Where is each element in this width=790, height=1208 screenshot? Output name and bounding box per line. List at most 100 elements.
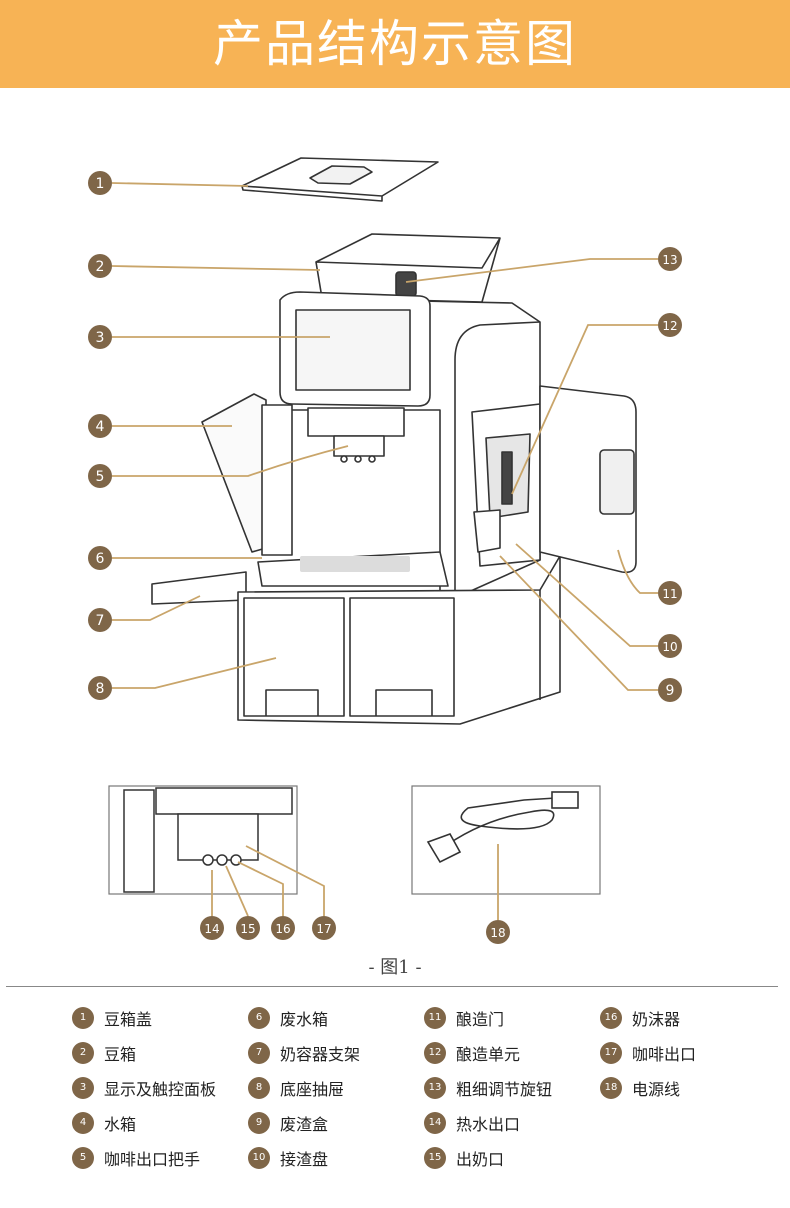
legend-item: 2 豆箱 [72,1035,216,1070]
callout-circle [486,920,510,944]
callout-number: 6 [96,551,105,567]
legend-item: 1 豆箱盖 [72,1000,216,1035]
legend-number-badge: 2 [72,1041,94,1064]
callout-circle [658,313,682,337]
legend-item: 16 奶沫器 [600,1000,696,1035]
callout-badge-11: 11 [658,581,682,605]
callout-circle [88,171,112,195]
grind-knob-drawing [395,271,417,297]
callout-circle [88,325,112,349]
legend-number-badge: 15 [424,1146,446,1169]
callout-circle [88,608,112,632]
callout-badge-6: 6 [88,546,112,570]
callout-number: 15 [240,922,255,936]
waste-drawer-drawing [473,509,501,553]
legend-label: 酿造门 [456,1009,505,1029]
legend-label: 水箱 [104,1114,137,1134]
callout-number: 16 [275,922,290,936]
callout-circle [236,916,260,940]
legend-label: 废渣盒 [280,1114,329,1134]
milk-holder-drawing [151,571,247,605]
callout-leader-line [111,265,321,271]
callout-circle [88,254,112,278]
legend-label: 热水出口 [456,1114,521,1134]
legend-number-badge: 16 [600,1006,622,1029]
callout-badge-8: 8 [88,676,112,700]
callout-number: 13 [662,253,677,267]
legend-label: 豆箱盖 [104,1009,153,1029]
callout-leader-line [112,595,201,621]
legend-label: 电源线 [632,1079,681,1099]
legend-item: 9 废渣盒 [248,1105,360,1140]
legend-label: 废水箱 [280,1009,329,1029]
callout-number: 9 [666,683,675,699]
callout-number: 12 [662,319,677,333]
callout-leader-line [112,657,277,689]
callout-circle [312,916,336,940]
legend-number-badge: 7 [248,1041,270,1064]
callout-number: 8 [96,681,105,697]
legend-number-badge: 3 [72,1076,94,1099]
inset-coffee-outlet-drawing [123,787,293,893]
callout-leader-line [111,182,249,187]
legend-number-badge: 9 [248,1111,270,1134]
legend-label: 出奶口 [456,1149,505,1169]
callout-badge-3: 3 [88,325,112,349]
coffee-machine-drawing [151,157,637,725]
callout-badge-7: 7 [88,608,112,632]
legend-number-badge: 1 [72,1006,94,1029]
callout-number: 3 [96,330,105,346]
callout-circle [658,678,682,702]
callout-circle [271,916,295,940]
legend-number-badge: 5 [72,1146,94,1169]
callout-circle [658,634,682,658]
callout-badge-15: 15 [236,916,260,940]
callout-circle [88,464,112,488]
figure-caption: - 图1 - [368,957,422,978]
legend-number-badge: 12 [424,1041,446,1064]
callout-circle [88,414,112,438]
legend-label: 咖啡出口把手 [104,1149,201,1169]
legend-label: 咖啡出口 [632,1044,697,1064]
legend-item: 15 出奶口 [424,1140,552,1175]
legend-number-badge: 6 [248,1006,270,1029]
legend-divider [6,986,778,987]
callout-number: 7 [96,613,105,629]
legend-number-badge: 14 [424,1111,446,1134]
callout-badge-17: 17 [312,916,336,940]
callout-circle [200,916,224,940]
callout-circle [658,247,682,271]
callout-leader-line [515,543,658,647]
callout-badge-2: 2 [88,254,112,278]
callout-badge-9: 9 [658,678,682,702]
callout-badge-1: 1 [88,171,112,195]
legend-number-badge: 13 [424,1076,446,1099]
base-drawer-right-drawing [349,597,455,717]
coffee-outlet-drawing [307,407,405,437]
callout-number: 14 [204,922,219,936]
screen-drawing [295,309,411,391]
legend-label: 豆箱 [104,1044,137,1064]
legend-label: 显示及触控面板 [104,1079,217,1099]
legend-item: 7 奶容器支架 [248,1035,360,1070]
callout-number: 18 [490,926,505,940]
legend-label: 接渣盘 [280,1149,329,1169]
legend-label: 奶沫器 [632,1009,681,1029]
callout-badge-10: 10 [658,634,682,658]
callout-badge-14: 14 [200,916,224,940]
legend-label: 奶容器支架 [280,1044,361,1064]
legend-label: 酿造单元 [456,1044,521,1064]
legend-item: 12 酿造单元 [424,1035,552,1070]
callout-leader-line [237,861,284,916]
legend-item: 14 热水出口 [424,1105,552,1140]
page-title: 产品结构示意图 [213,15,577,73]
callout-leader-line [405,258,658,283]
